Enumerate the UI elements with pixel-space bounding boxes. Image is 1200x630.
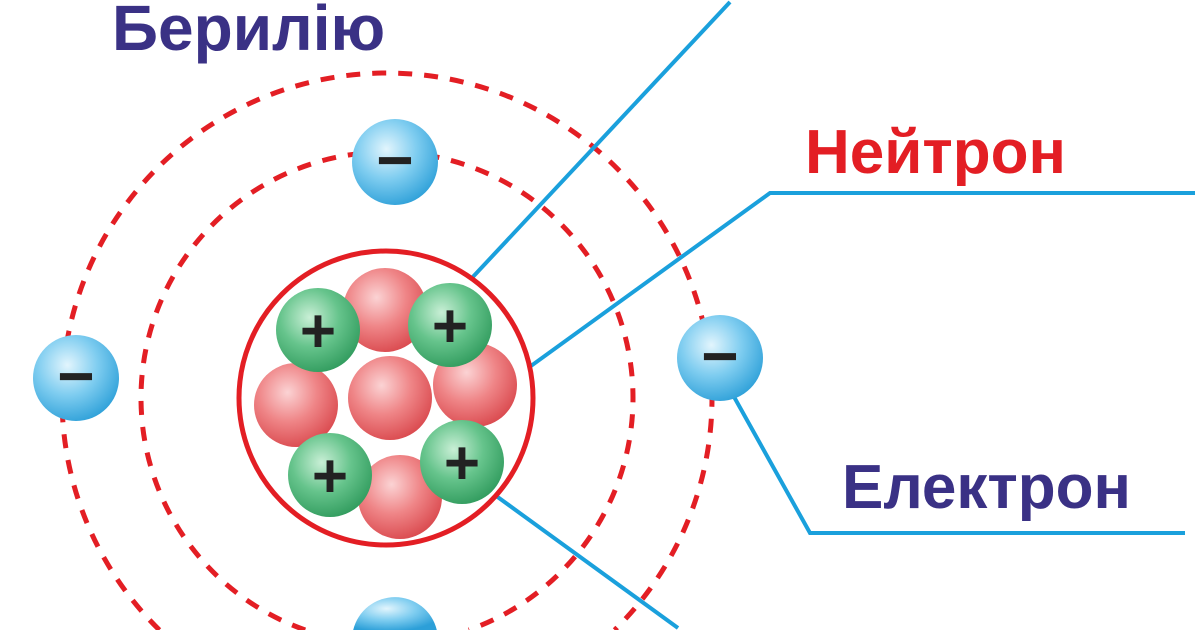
proton-plus-icon: + [432, 292, 468, 361]
diagram-title: Берилію [112, 0, 385, 64]
electron-label: Електрон [842, 453, 1131, 522]
pointer-line-electron [731, 394, 1185, 535]
pointer-line-neutron [486, 191, 1195, 399]
proton [288, 433, 372, 517]
proton [420, 420, 504, 504]
electron [677, 315, 763, 401]
neutron [358, 455, 442, 539]
electron-minus-icon: − [57, 340, 94, 412]
proton-plus-icon: + [300, 297, 336, 366]
neutron [343, 268, 427, 352]
neutron [348, 356, 432, 440]
electron [33, 335, 119, 421]
pointer-line-bottom [486, 488, 680, 630]
proton [276, 288, 360, 372]
neutron [254, 363, 338, 447]
proton-plus-icon: + [312, 442, 348, 511]
neutron-label: Нейтрон [805, 118, 1066, 187]
electron [352, 119, 438, 205]
electron-minus-icon: − [701, 320, 738, 392]
proton-plus-icon: + [444, 429, 480, 498]
pointer-line-proton [468, 0, 732, 282]
electron [353, 597, 437, 630]
electron-minus-icon: − [376, 124, 413, 196]
proton [408, 283, 492, 367]
